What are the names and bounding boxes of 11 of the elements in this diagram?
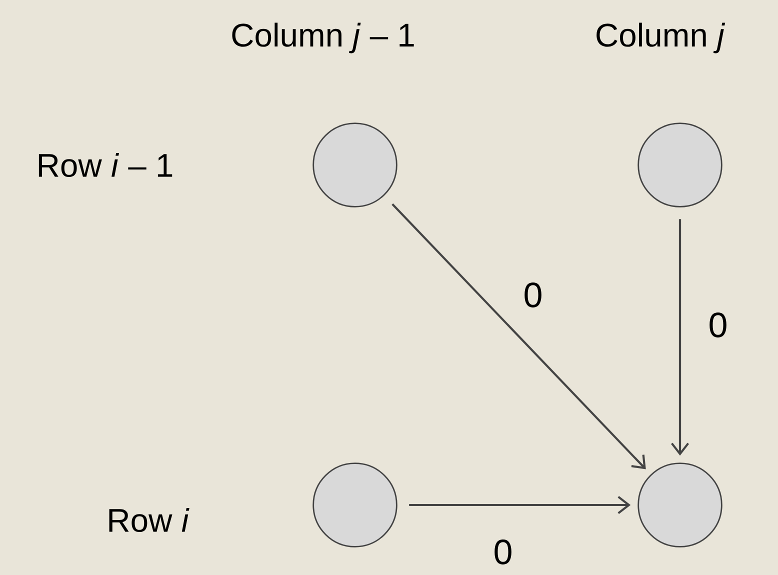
circle-node xyxy=(312,462,398,548)
edge-label: 0 xyxy=(522,281,544,309)
arrow xyxy=(392,203,646,470)
circle-node xyxy=(312,122,398,208)
circle-node xyxy=(638,462,722,548)
circle-node xyxy=(638,122,722,208)
arrow xyxy=(409,496,631,514)
edge-label: 0 xyxy=(707,311,729,339)
row-label: Row i – 1 xyxy=(38,152,172,178)
edge-label: 0 xyxy=(492,538,514,566)
arrow xyxy=(670,219,690,456)
